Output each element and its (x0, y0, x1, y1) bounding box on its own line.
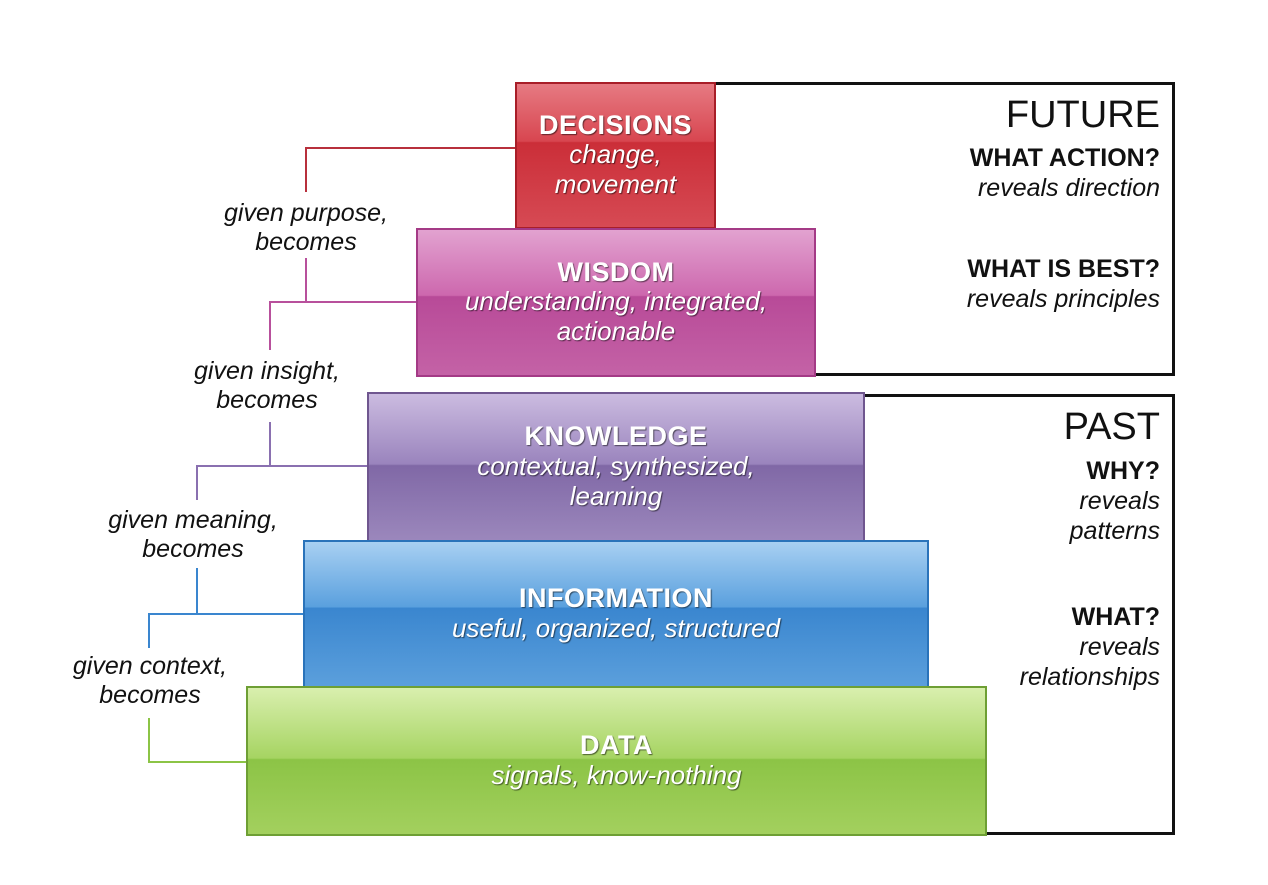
transition-purpose-line-2: becomes (255, 228, 357, 257)
what-is-best-question: WHAT IS BEST? (967, 255, 1160, 283)
transition-insight-line-2: becomes (216, 386, 318, 415)
past-frame (865, 394, 1175, 835)
wisdom-desc-line-1: understanding, integrated, (464, 286, 768, 317)
transition-meaning-line-1: given meaning, (108, 506, 278, 534)
wisdom-desc-line-2: actionable (556, 316, 676, 347)
knowledge-block: KNOWLEDGE contextual, synthesized, learn… (367, 392, 865, 542)
decisions-block: DECISIONS change, movement (515, 82, 716, 229)
wisdom-title: WISDOM (557, 256, 675, 287)
future-frame (716, 82, 1175, 376)
decisions-desc-line-2: movement (554, 169, 677, 200)
knowledge-title: KNOWLEDGE (524, 421, 708, 452)
data-block: DATA signals, know-nothing (246, 686, 987, 836)
decisions-title: DECISIONS (538, 109, 693, 140)
connector-purpose-upper (305, 147, 515, 192)
reveals-principles-text: reveals principles (966, 285, 1160, 313)
transition-meaning-line-2: becomes (142, 535, 244, 564)
transition-insight-line-1: given insight, (194, 357, 340, 385)
reveals-patterns-text: reveals patterns (1070, 486, 1160, 546)
what-question: WHAT? (1071, 603, 1160, 631)
knowledge-desc-line-1: contextual, synthesized, (477, 450, 755, 481)
reveals-relationships-line-2: relationships (1019, 663, 1160, 691)
transition-context-line-2: becomes (99, 681, 201, 710)
connector-insight-upper (269, 301, 416, 350)
connector-meaning-upper (196, 465, 367, 500)
reveals-patterns-line-2: patterns (1069, 517, 1160, 545)
knowledge-desc-line-2: learning (569, 480, 663, 511)
what-action-question: WHAT ACTION? (969, 144, 1160, 172)
data-title: DATA (580, 730, 653, 761)
connector-context-upper (148, 613, 303, 648)
information-title: INFORMATION (519, 583, 713, 614)
transition-purpose-line-1: given purpose, (223, 199, 388, 227)
connector-insight-lower (269, 422, 367, 467)
decisions-desc-line-1: change, (569, 139, 662, 170)
information-block: INFORMATION useful, organized, structure… (303, 540, 929, 688)
data-desc: signals, know-nothing (491, 759, 742, 790)
reveals-relationships-text: reveals relationships (1020, 632, 1160, 692)
connector-context-lower (148, 718, 246, 763)
why-question: WHY? (1086, 457, 1160, 485)
transition-meaning-label: given meaning, becomes (78, 506, 308, 565)
wisdom-block: WISDOM understanding, integrated, action… (416, 228, 816, 377)
transition-purpose-label: given purpose, becomes (196, 199, 416, 258)
reveals-patterns-line-1: reveals (1079, 487, 1160, 515)
transition-context-line-1: given context, (72, 652, 228, 680)
connector-purpose-lower (305, 258, 416, 303)
transition-context-label: given context, becomes (40, 652, 260, 711)
connector-meaning-lower (196, 568, 303, 615)
reveals-relationships-line-1: reveals (1079, 633, 1160, 661)
past-heading: PAST (1063, 406, 1160, 448)
information-desc: useful, organized, structured (451, 612, 781, 643)
reveals-direction-text: reveals direction (977, 174, 1160, 202)
transition-insight-label: given insight, becomes (162, 357, 372, 416)
future-heading: FUTURE (1005, 94, 1160, 136)
